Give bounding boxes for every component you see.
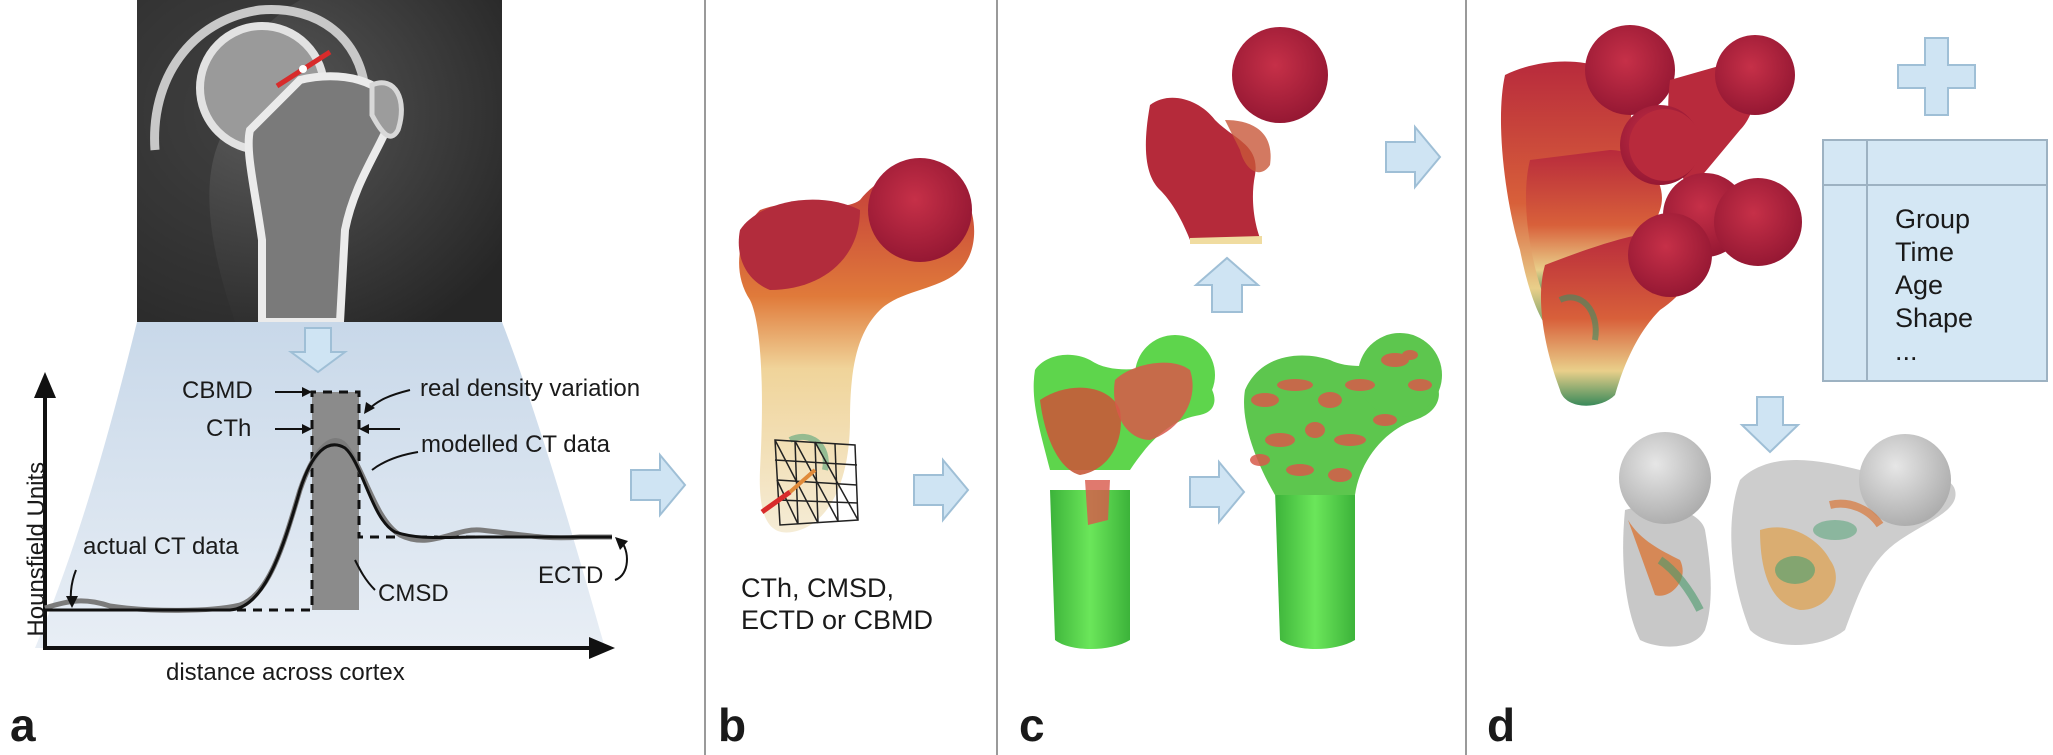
covariate-item: Time — [1895, 237, 1954, 267]
density-profile-plot — [34, 372, 628, 659]
annotation-cth: CTh — [206, 415, 252, 442]
plus-icon — [1897, 37, 1976, 116]
annotation-modelled: modelled CT data — [421, 431, 610, 458]
femur-stack-d — [1500, 25, 1802, 406]
y-axis-label: Hounsfield Units — [22, 461, 50, 637]
panel-letter-a: a — [10, 699, 36, 751]
femur-result-d — [1619, 432, 1956, 647]
annotation-real-density: real density variation — [420, 375, 641, 402]
panel-letter-c: c — [1019, 699, 1045, 751]
arrow-right-icon — [1385, 124, 1442, 190]
femur-cortical-map-b — [738, 158, 975, 533]
modelled-ct-curve — [45, 443, 612, 612]
x-axis-label: distance across cortex — [166, 659, 405, 686]
cortex-band — [312, 392, 359, 610]
panel-b-caption-line2: ECTD or CBMD — [741, 605, 934, 635]
arrow-down-icon — [1739, 396, 1801, 454]
panel-divider — [996, 0, 998, 755]
covariate-list: Group Time Age Shape ... — [1895, 203, 1973, 368]
panel-divider — [704, 0, 706, 755]
arrow-right-icon — [630, 452, 687, 518]
arrow-up-icon — [1193, 256, 1261, 313]
covariate-item: ... — [1895, 336, 1918, 366]
annotation-actual: actual CT data — [83, 533, 239, 560]
covariate-item: Shape — [1895, 303, 1974, 333]
panel-b-caption-line1: CTh, CMSD, — [741, 573, 895, 603]
panel-letter-b: b — [718, 699, 747, 751]
panel-divider — [1465, 0, 1467, 755]
y-axis-arrow-icon — [34, 372, 56, 398]
arrow-right-icon — [913, 457, 970, 523]
covariate-item: Group — [1895, 204, 1971, 234]
arrow-right-icon — [1189, 459, 1246, 525]
x-axis-arrow-icon — [589, 637, 615, 659]
femur-speckled-c — [1244, 333, 1442, 649]
covariate-table: Group Time Age Shape ... — [1822, 139, 2048, 382]
ct-scan-image — [137, 0, 502, 326]
femur-registration-c — [1033, 335, 1215, 649]
femur-mapped-top-c — [1145, 27, 1328, 244]
covariate-item: Age — [1895, 270, 1944, 300]
panel-letter-d: d — [1487, 699, 1516, 751]
annotation-cmsd: CMSD — [378, 580, 449, 607]
arrow-down-icon — [287, 327, 349, 374]
annotation-cbmd: CBMD — [182, 377, 253, 404]
annotation-ectd: ECTD — [538, 562, 604, 589]
